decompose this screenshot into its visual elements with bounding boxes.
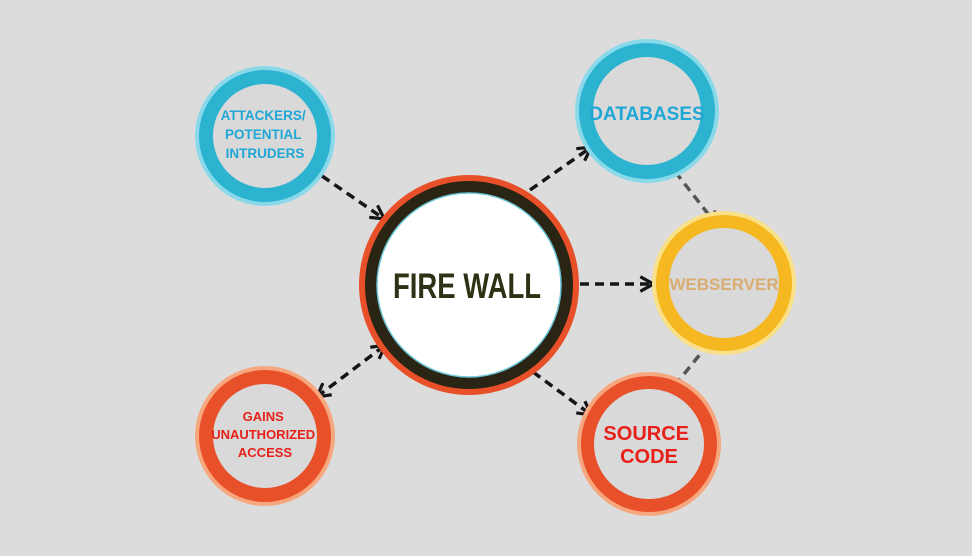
node-source-code: SOURCE CODE [577, 372, 721, 516]
node-webserver: WEBSERVER [652, 211, 796, 355]
arrow-attackers-to-firewall [321, 174, 383, 218]
databases-label: DATABASES [589, 104, 704, 125]
arrow-firewall-to-databases [528, 148, 590, 192]
node-firewall: FIRE WALL [359, 175, 579, 395]
unauthorized-line-1: GAINS [243, 409, 285, 424]
unauthorized-label: GAINS UNAUTHORIZED ACCESS [211, 409, 319, 460]
node-databases: DATABASES [575, 39, 719, 183]
unauthorized-line-2: UNAUTHORIZED [211, 427, 315, 442]
attackers-line-2: POTENTIAL [225, 127, 301, 142]
source-code-line-2: CODE [620, 446, 678, 468]
arrow-firewall-unauthorized-bidirectional [318, 346, 384, 396]
webserver-label: WEBSERVER [669, 275, 778, 294]
attackers-label: ATTACKERS/ POTENTIAL INTRUDERS [221, 108, 310, 161]
node-unauthorized-access: GAINS UNAUTHORIZED ACCESS [195, 366, 335, 506]
node-attackers: ATTACKERS/ POTENTIAL INTRUDERS [195, 66, 335, 206]
attackers-line-3: INTRUDERS [226, 146, 305, 161]
attackers-line-1: ATTACKERS/ [221, 108, 306, 123]
firewall-label: FIRE WALL [393, 267, 541, 306]
source-code-line-1: SOURCE [603, 423, 689, 445]
unauthorized-line-3: ACCESS [238, 445, 293, 460]
source-code-label: SOURCE CODE [603, 423, 694, 468]
arrow-firewall-to-source-code [531, 370, 590, 414]
